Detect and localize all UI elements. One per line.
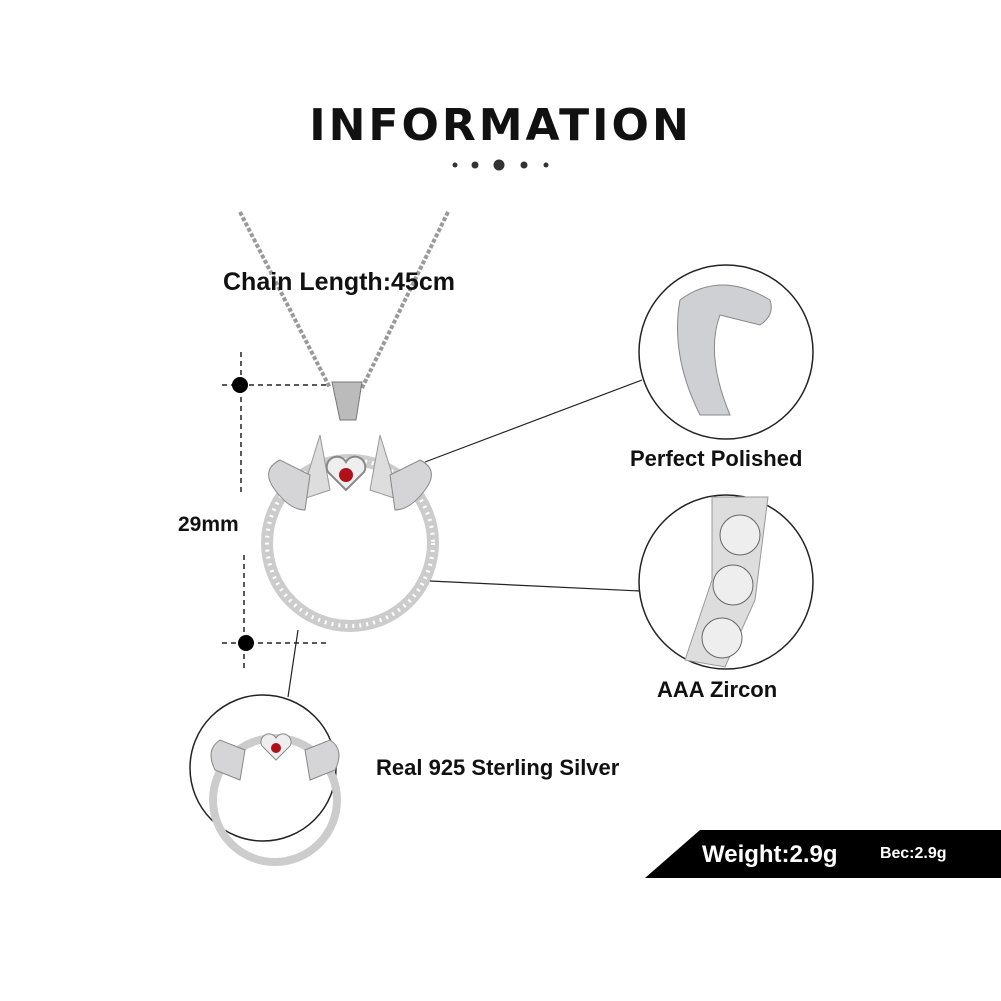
- feature-zircon-label: AAA Zircon: [657, 677, 778, 702]
- height-label: 29mm: [178, 513, 239, 536]
- chain-length-label: Chain Length:45cm: [223, 268, 455, 296]
- detail-circle-zircon: [638, 494, 814, 670]
- title-dots: [452, 159, 549, 171]
- detail-circle-silver: [189, 694, 341, 866]
- feature-silver-label: Real 925 Sterling Silver: [376, 755, 620, 780]
- pendant: [261, 381, 439, 632]
- feature-polished-label: Perfect Polished: [630, 446, 803, 471]
- page-title: INFORMATION: [309, 100, 692, 151]
- dimension-dot-top: [232, 377, 248, 393]
- weight-label: Weight:2.9g: [702, 841, 838, 868]
- callout-lines: [287, 379, 643, 698]
- dimension-dot-bottom: [238, 635, 254, 651]
- weight-label-ru: Вес:2.9g: [880, 845, 947, 862]
- weight-banner: [645, 830, 1001, 878]
- detail-circle-polished: [638, 264, 814, 440]
- chain: [238, 211, 450, 389]
